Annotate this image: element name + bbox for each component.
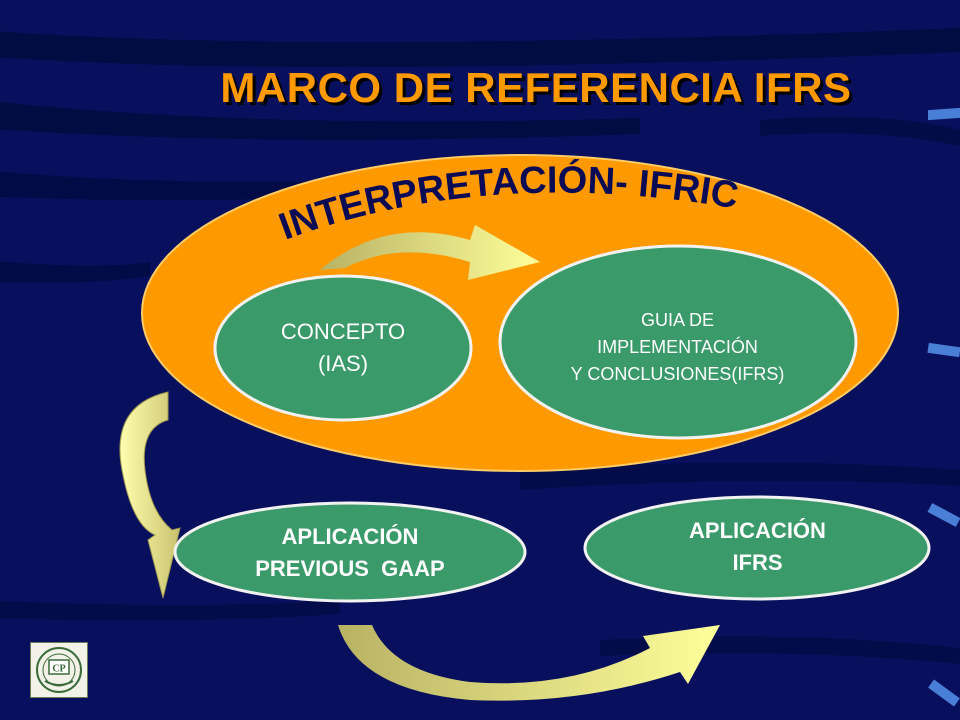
bottom-curved-arrow [338,625,720,701]
previous-line-1: APLICACIÓN [281,523,419,549]
guia-node [498,244,858,440]
ifrs-node [583,495,931,601]
concepto-line-1: CONCEPTO [280,319,406,344]
seal-icon: CP [36,647,82,693]
previous-line-2: PREVIOUS GAAP [255,555,445,581]
concepto-line-2: (IAS) [317,351,369,376]
concepto-label: CONCEPTO (IAS) [215,278,471,418]
guia-line-3: Y CONCLUSIONES(IFRS) [570,363,785,384]
guia-label: GUIA DE IMPLEMENTACIÓN Y CONCLUSIONES(IF… [500,262,855,432]
top-curved-arrow [320,225,540,280]
edge-accent-marks [927,107,960,707]
guia-line-2: IMPLEMENTACIÓN [597,336,758,357]
page-title: MARCO DE REFERENCIA IFRS [220,64,852,111]
ifrs-label: APLICACIÓN IFRS [585,497,930,597]
guia-line-1: GUIA DE [640,309,715,330]
concepto-node [213,274,473,422]
previous-gaap-label: APLICACIÓN PREVIOUS GAAP [175,505,525,600]
ifrs-line-2: IFRS [732,550,783,575]
previous-gaap-node [173,501,527,603]
left-curved-arrow [119,391,181,599]
organization-logo: CP [30,642,88,698]
ifrs-line-1: APLICACIÓN [689,518,826,543]
logo-text: CP [52,664,65,675]
